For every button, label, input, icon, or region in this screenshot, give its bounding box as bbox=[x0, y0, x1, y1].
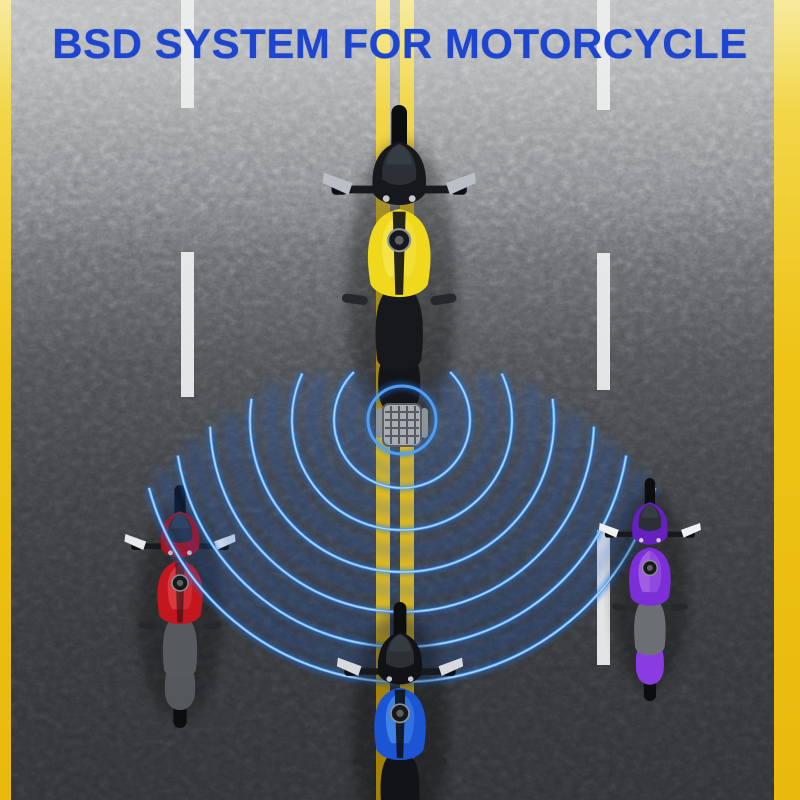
lane-dash bbox=[181, 0, 194, 108]
right-edge-line bbox=[774, 0, 800, 800]
lane-dash bbox=[181, 252, 194, 397]
host-rear-rack bbox=[376, 403, 428, 447]
lane-dash bbox=[597, 253, 610, 390]
left-lane-dashes bbox=[181, 0, 194, 397]
lane-dash bbox=[597, 0, 610, 110]
left-edge-line bbox=[0, 0, 11, 800]
page-title: BSD SYSTEM FOR MOTORCYCLE bbox=[52, 20, 748, 67]
